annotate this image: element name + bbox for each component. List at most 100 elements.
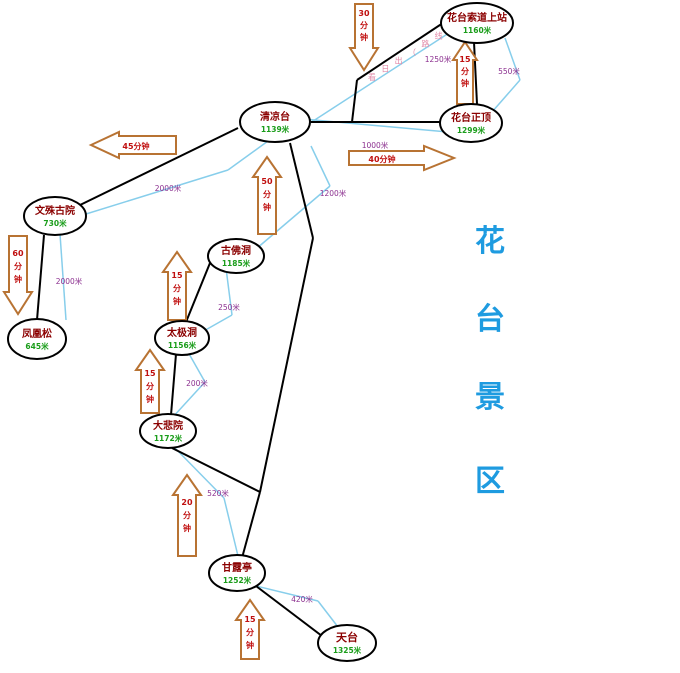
arrow-shape [134,348,166,414]
distance-segment [317,600,339,628]
spot-name: 花台正顶 [451,111,491,124]
trail-segment [170,353,177,416]
distance-segment [251,584,319,602]
time-label: 分 [14,261,22,271]
distance-segment [306,30,453,126]
distance-segment [85,169,229,215]
arrow-shape [348,3,380,72]
time-label: 15 [171,271,183,280]
trail-segment [356,16,453,81]
spot-marker [439,103,503,143]
spot-elevation: 645米 [25,341,49,351]
distance-segment [225,267,233,316]
spot-marker [317,624,377,662]
time-label: 分 [360,20,368,30]
sunrise-route-char: 看 [368,73,376,82]
spot-name: 花台索道上站 [447,11,507,24]
distance-segment [59,233,67,321]
distance-label: 250米 [218,302,240,312]
distance-label: 2000米 [155,183,182,193]
spot-marker [7,318,67,360]
sunrise-route-char: 日 [381,65,389,74]
sunrise-route-char: （ [408,48,416,57]
time-label: 钟 [461,78,469,88]
spot-elevation: 1172米 [154,433,183,443]
time-label: 钟 [246,640,254,650]
scenic-spots: 花台索道上站1160米花台正顶1299米清凉台1139米文殊古院730米凤凰松6… [7,2,514,662]
time-label: 分 [173,283,181,293]
spot-elevation: 1299米 [457,125,486,135]
time-arrow: 15 分钟 [134,348,166,414]
spot-name: 天台 [336,630,358,644]
time-label: 15 [459,55,471,64]
time-label: 40分钟 [368,154,395,164]
distance-segment [491,79,521,113]
time-label: 15 [244,615,256,624]
time-label: 20 [181,498,193,507]
arrow-shape [171,473,203,557]
sunrise-route: 看日出（路线） [368,23,456,82]
trail-segment [289,142,314,239]
time-arrow: 20 分钟 [171,473,203,557]
trail-segment [36,234,45,321]
title-char: 台 [475,302,505,337]
title-char: 景 [475,380,505,415]
time-label: 钟 [173,296,181,306]
time-label: 分 [246,627,254,637]
trail-lines [36,16,478,637]
spot-name: 太极洞 [166,326,197,339]
spot-elevation: 730米 [43,218,67,228]
time-label: 50 [261,177,273,186]
distance-segment [223,497,239,557]
time-label: 钟 [183,523,191,533]
time-label: 15 [144,369,156,378]
arrow-shape [161,250,193,321]
time-label: 30 [358,9,370,18]
trail-segment [473,41,478,105]
trail-segment [171,447,261,493]
distance-segment [504,37,521,81]
trail-segment [255,585,323,637]
spot-elevation: 1160米 [463,25,492,35]
distance-segment [171,381,206,419]
spot-name: 甘露亭 [222,561,252,574]
spot-name: 古佛洞 [221,244,251,257]
sunrise-route-char: 路 [421,39,429,49]
spot-elevation: 1156米 [168,340,197,350]
distance-label: 200米 [186,378,208,388]
time-label: 分 [183,510,191,520]
spot-marker [139,413,197,449]
distance-segment [255,185,331,250]
distance-segment [310,145,331,187]
distance-segment [302,118,449,133]
time-label: 钟 [146,394,154,404]
time-label: 60 [12,249,24,258]
spot-name: 凤凰松 [22,327,52,340]
distance-segment [173,446,225,499]
distance-labels: 1250米550米1000米2000米2000米1200米250米200米520… [56,54,521,604]
arrow-shape [251,155,283,235]
spot-elevation: 1185米 [222,258,251,268]
spot-elevation: 1252米 [223,575,252,585]
title-char: 区 [475,464,505,499]
time-label: 分 [146,381,154,391]
distance-label: 1250米 [425,54,452,64]
spot-marker [207,238,265,274]
distance-label: 550米 [498,66,520,76]
spot-marker [154,320,210,356]
spot-marker [239,101,311,143]
time-label: 钟 [14,274,22,284]
time-arrow: 15 分钟 [161,250,193,321]
arrow-shape [348,144,457,172]
spot-marker [23,196,87,236]
